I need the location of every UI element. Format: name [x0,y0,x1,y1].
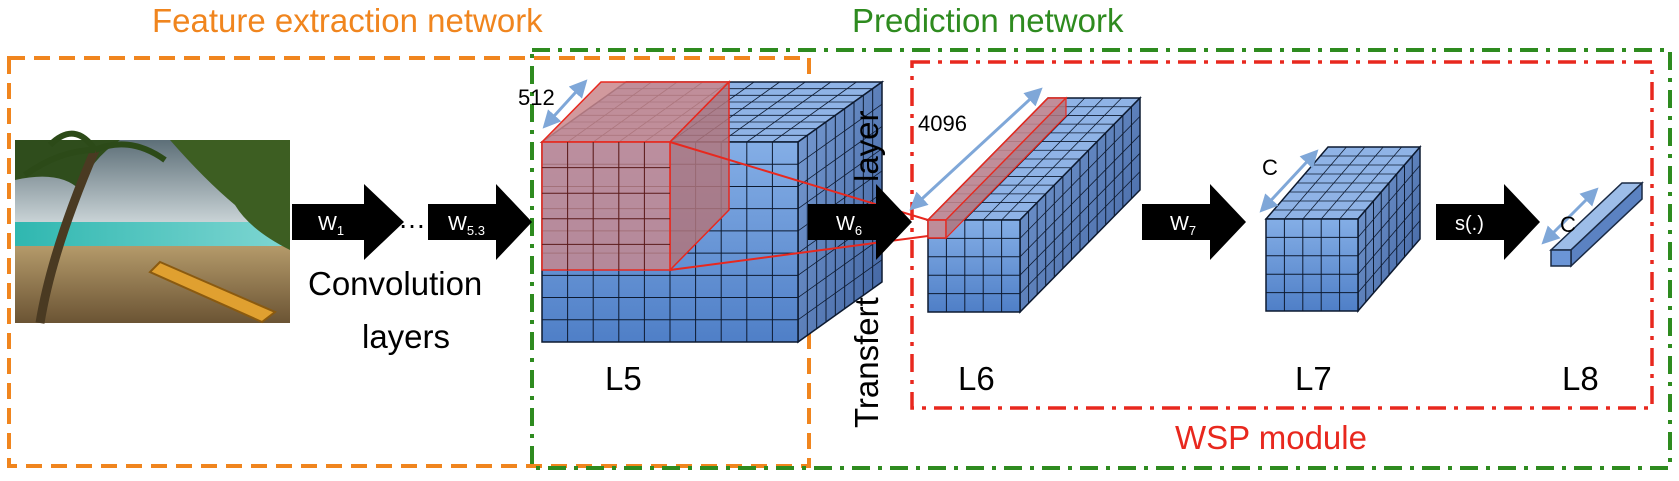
w1-label: W1 [318,213,344,238]
l5-label: L5 [605,360,642,397]
prediction-network-title: Prediction network [852,2,1124,39]
wsp-module-title: WSP module [1175,419,1367,456]
w7-label: W7 [1170,213,1196,238]
dim-4096-label: 4096 [918,111,967,136]
feature-network-title: Feature extraction network [152,2,543,39]
transfer-label: Transfert [848,297,885,428]
dim-c-label-l8: C [1560,212,1576,237]
prediction-network-box [530,48,1672,470]
s-label: s(.) [1455,213,1484,235]
l7-label: L7 [1295,360,1332,397]
w6-arrow: W6 [808,184,912,260]
dim-512-label: 512 [518,85,555,110]
w53-label: W5.3 [448,213,485,238]
w7-arrow: W7 [1142,184,1246,260]
dim-4096-arrow [909,87,1043,211]
convolution-label-line1: Convolution [308,265,482,302]
w53-arrow: W5.3 [428,184,532,260]
l6-label: L6 [958,360,995,397]
l8-label: L8 [1562,360,1599,397]
dim-c-label-l7: C [1262,155,1278,180]
layer-label: layer [848,110,885,182]
dim-c-arrow-l8 [1541,187,1599,245]
w6-label: W6 [836,213,862,238]
dim-c-arrow-l7 [1259,149,1319,213]
ellipsis: … [398,203,426,234]
beach-photo-icon [15,130,290,324]
convolution-label-line2: layers [362,318,450,355]
s-arrow: s(.) [1436,184,1540,260]
dim-512-arrow [542,79,588,129]
w1-arrow: W1 [292,184,404,260]
l7-feature-cube [1264,144,1422,314]
wsp-module-box [910,60,1654,410]
